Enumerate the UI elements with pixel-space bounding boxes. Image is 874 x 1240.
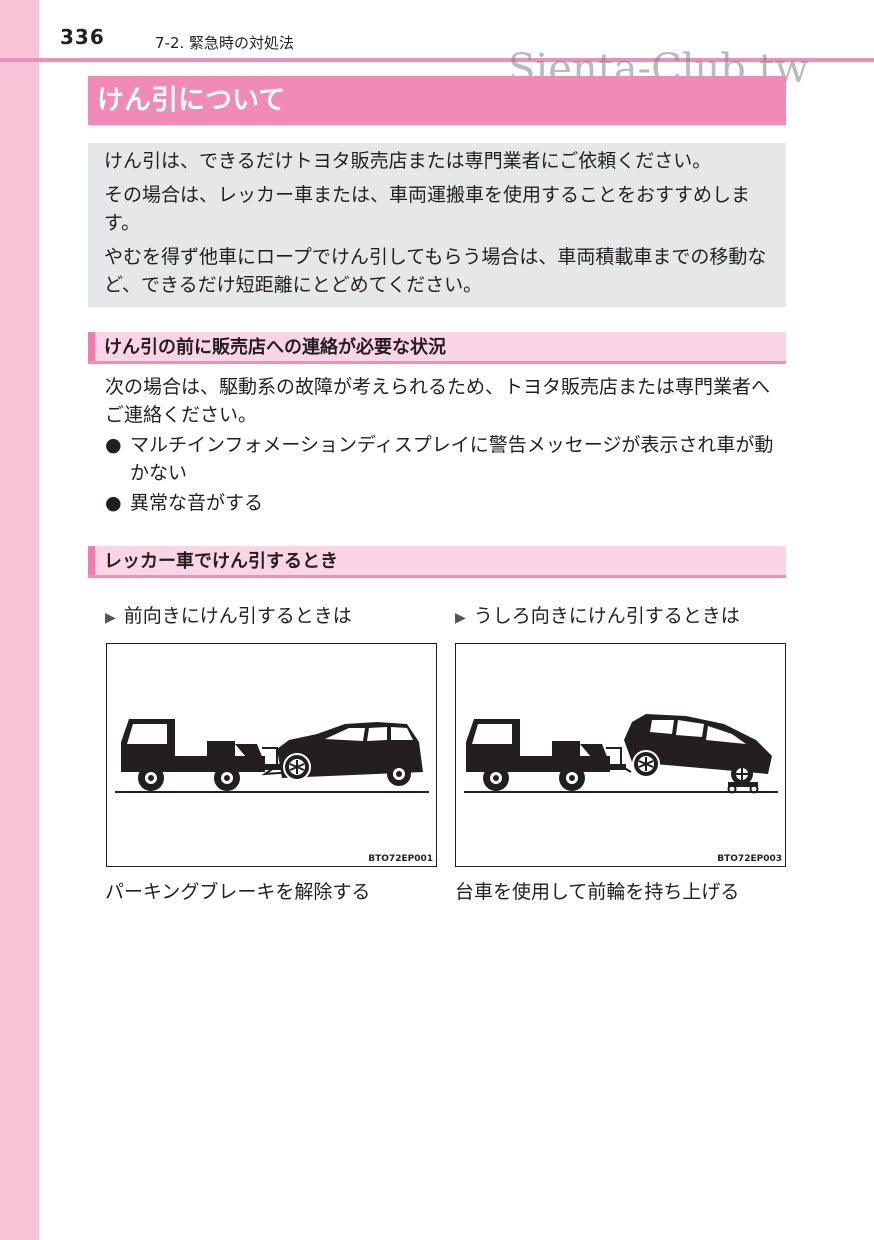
tow-rear-illustration	[464, 714, 778, 794]
figure-rear-tow: BTO72EP003	[455, 643, 786, 867]
list-item: ● マルチインフォメーションディスプレイに警告メッセージが表示され車が動かない	[105, 431, 785, 487]
figure-front-tow: BTO72EP001	[106, 643, 437, 867]
intro-paragraph: やむを得ず他車にロープでけん引してもらう場合は、車両積載車までの移動など、できる…	[104, 246, 767, 296]
page-number: 336	[60, 25, 105, 49]
figure-heading-rear: ▶ うしろ向きにけん引するときは	[455, 602, 740, 632]
figure-heading-text: 前向きにけん引するときは	[123, 605, 352, 627]
list-item-text: マルチインフォメーションディスプレイに警告メッセージが表示され車が動かない	[130, 434, 774, 484]
list-item-text: 異常な音がする	[130, 492, 264, 514]
figure-code: BTO72EP001	[368, 854, 433, 864]
figure-heading-text: うしろ向きにけん引するときは	[473, 605, 740, 627]
triangle-marker-icon: ▶	[105, 610, 116, 626]
figure-code: BTO72EP003	[717, 854, 782, 864]
subheading-contact-dealer: けん引の前に販売店への連絡が必要な状況	[88, 332, 786, 364]
tow-front-illustration	[115, 719, 429, 793]
contact-dealer-text: 次の場合は、駆動系の故障が考えられるため、トヨタ販売店または専門業者へご連絡くだ…	[105, 376, 771, 426]
list-item: ● 異常な音がする	[105, 489, 785, 517]
page-title: けん引について	[88, 76, 786, 125]
header-rule	[0, 58, 874, 62]
triangle-marker-icon: ▶	[455, 610, 466, 626]
bullet-icon: ●	[105, 492, 122, 514]
figure-caption-rear: 台車を使用して前輪を持ち上げる	[455, 881, 740, 903]
intro-box: けん引は、できるだけトヨタ販売店または専門業者にご依頼ください。 その場合は、レ…	[88, 143, 786, 307]
figure-heading-front: ▶ 前向きにけん引するときは	[105, 602, 352, 632]
figure-caption-front: パーキングブレーキを解除する	[105, 881, 371, 903]
section-label: 7-2. 緊急時の対処法	[155, 34, 295, 52]
chapter-side-band	[0, 0, 39, 1240]
bullet-icon: ●	[105, 434, 122, 456]
subheading-tow-truck: レッカー車でけん引するとき	[88, 546, 786, 578]
intro-paragraph: その場合は、レッカー車または、車両運搬車を使用することをおすすめします。	[104, 184, 751, 234]
intro-paragraph: けん引は、できるだけトヨタ販売店または専門業者にご依頼ください。	[104, 150, 712, 172]
